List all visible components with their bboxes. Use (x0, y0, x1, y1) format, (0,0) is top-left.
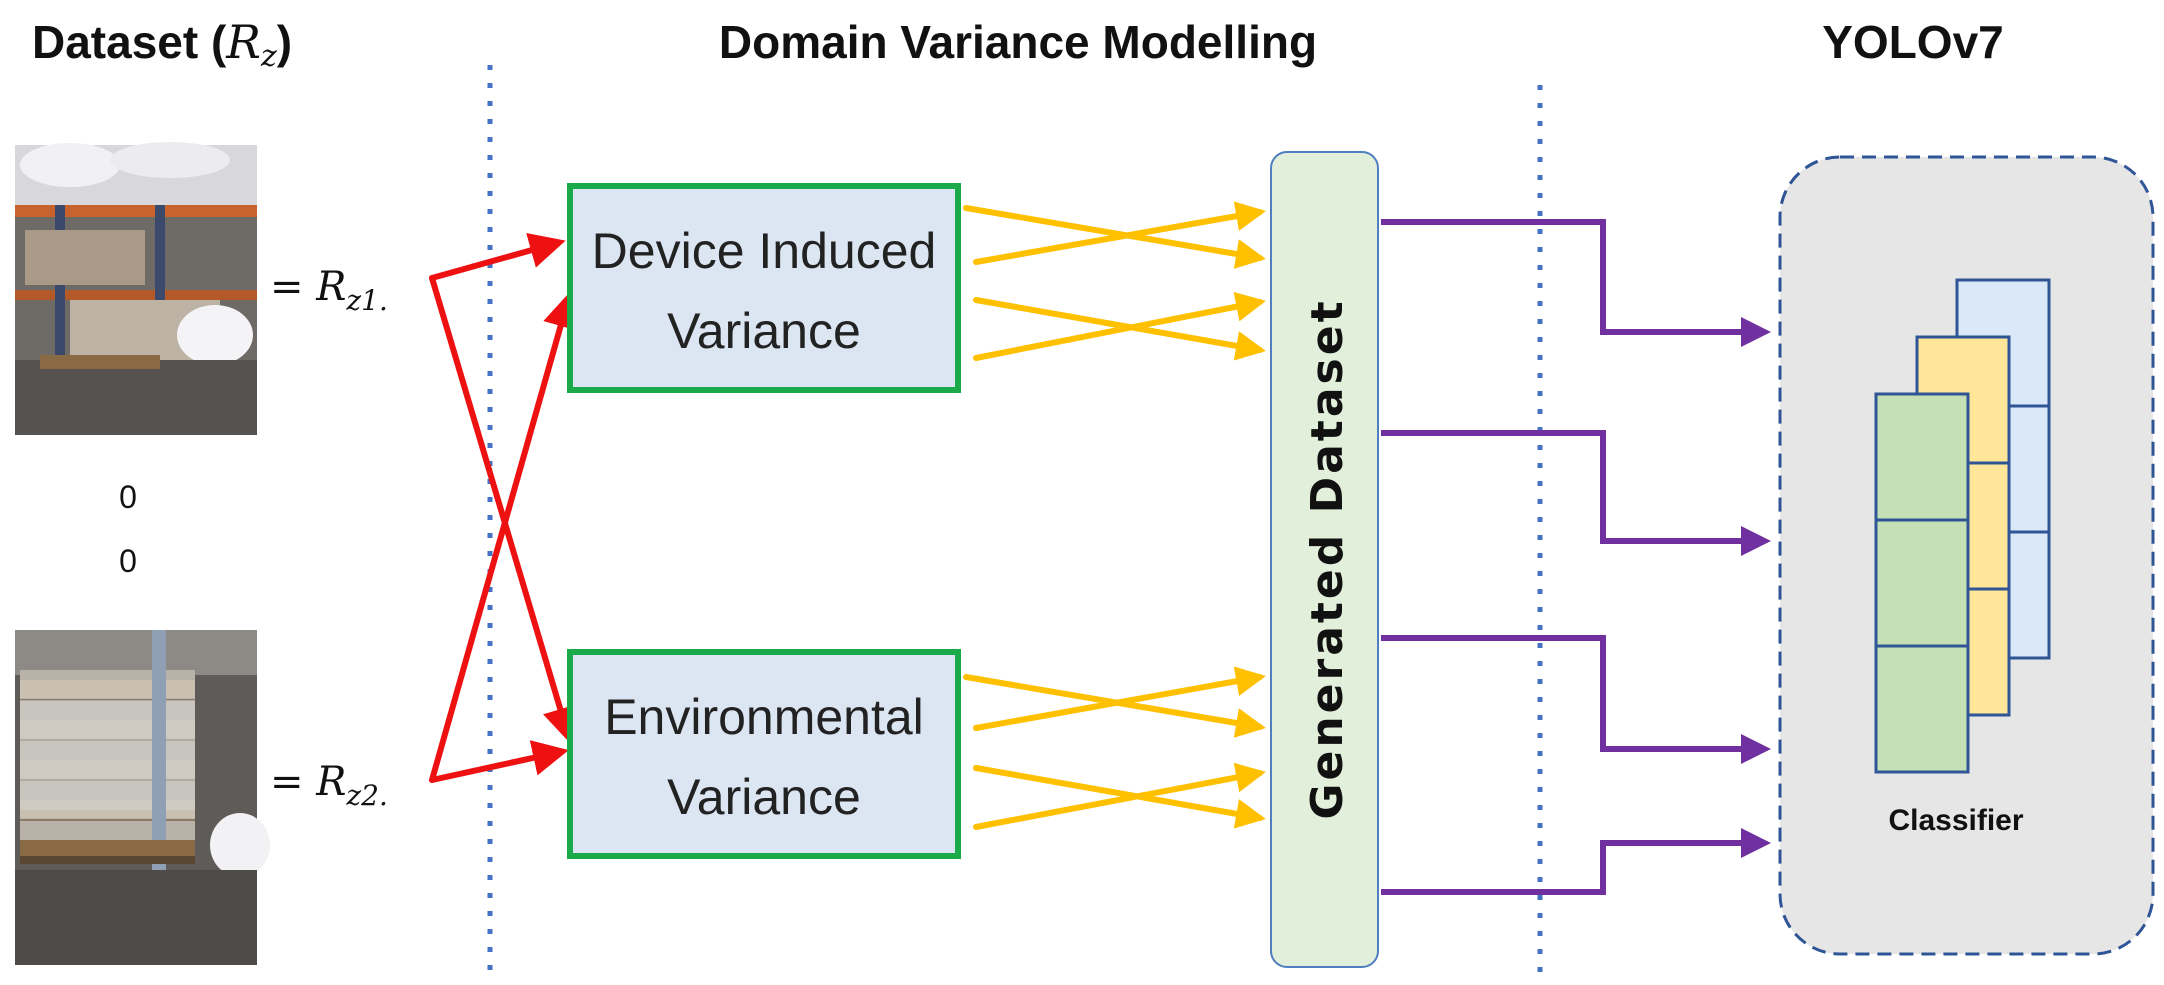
red-arrow-z1-to-device (429, 232, 566, 281)
yolo-header: YOLOv7 (1822, 16, 2004, 68)
ellipsis-dot-2: 0 (119, 543, 137, 579)
red-arrows (429, 232, 578, 783)
dataset-label-2: = Rz2. (270, 759, 388, 812)
device-induced-variance-box: Device Induced Variance (567, 183, 961, 393)
environmental-variance-box: Environmental Variance (567, 649, 961, 859)
red-arrow-z2-to-device (429, 291, 578, 783)
yolo-container: Classifier (1778, 155, 2155, 956)
generated-dataset-box: Generated Dataset (1270, 151, 1379, 968)
device-box-line-1: Device Induced (592, 223, 937, 279)
warehouse-photo-1 (15, 142, 257, 435)
domain-variance-header: Domain Variance Modelling (719, 16, 1317, 68)
ellipsis-dot-1: 0 (119, 479, 137, 515)
red-arrow-z1-to-environment (429, 275, 578, 744)
warehouse-photo-2 (15, 630, 270, 965)
dataset-header: Dataset (Rz) (32, 15, 292, 74)
yellow-arrows (963, 201, 1266, 830)
red-arrow-z2-to-environment (429, 740, 569, 783)
classifier-layer-green (1874, 392, 1970, 774)
generated-dataset-label: Generated Dataset (1302, 298, 1353, 819)
environment-box-line-2: Variance (667, 769, 861, 825)
dataset-label-1: = Rz1. (270, 264, 388, 317)
environment-box-line-1: Environmental (604, 689, 924, 745)
classifier-label: Classifier (1888, 804, 2023, 837)
purple-arrows (1381, 219, 1771, 895)
device-box-line-2: Variance (667, 303, 861, 359)
